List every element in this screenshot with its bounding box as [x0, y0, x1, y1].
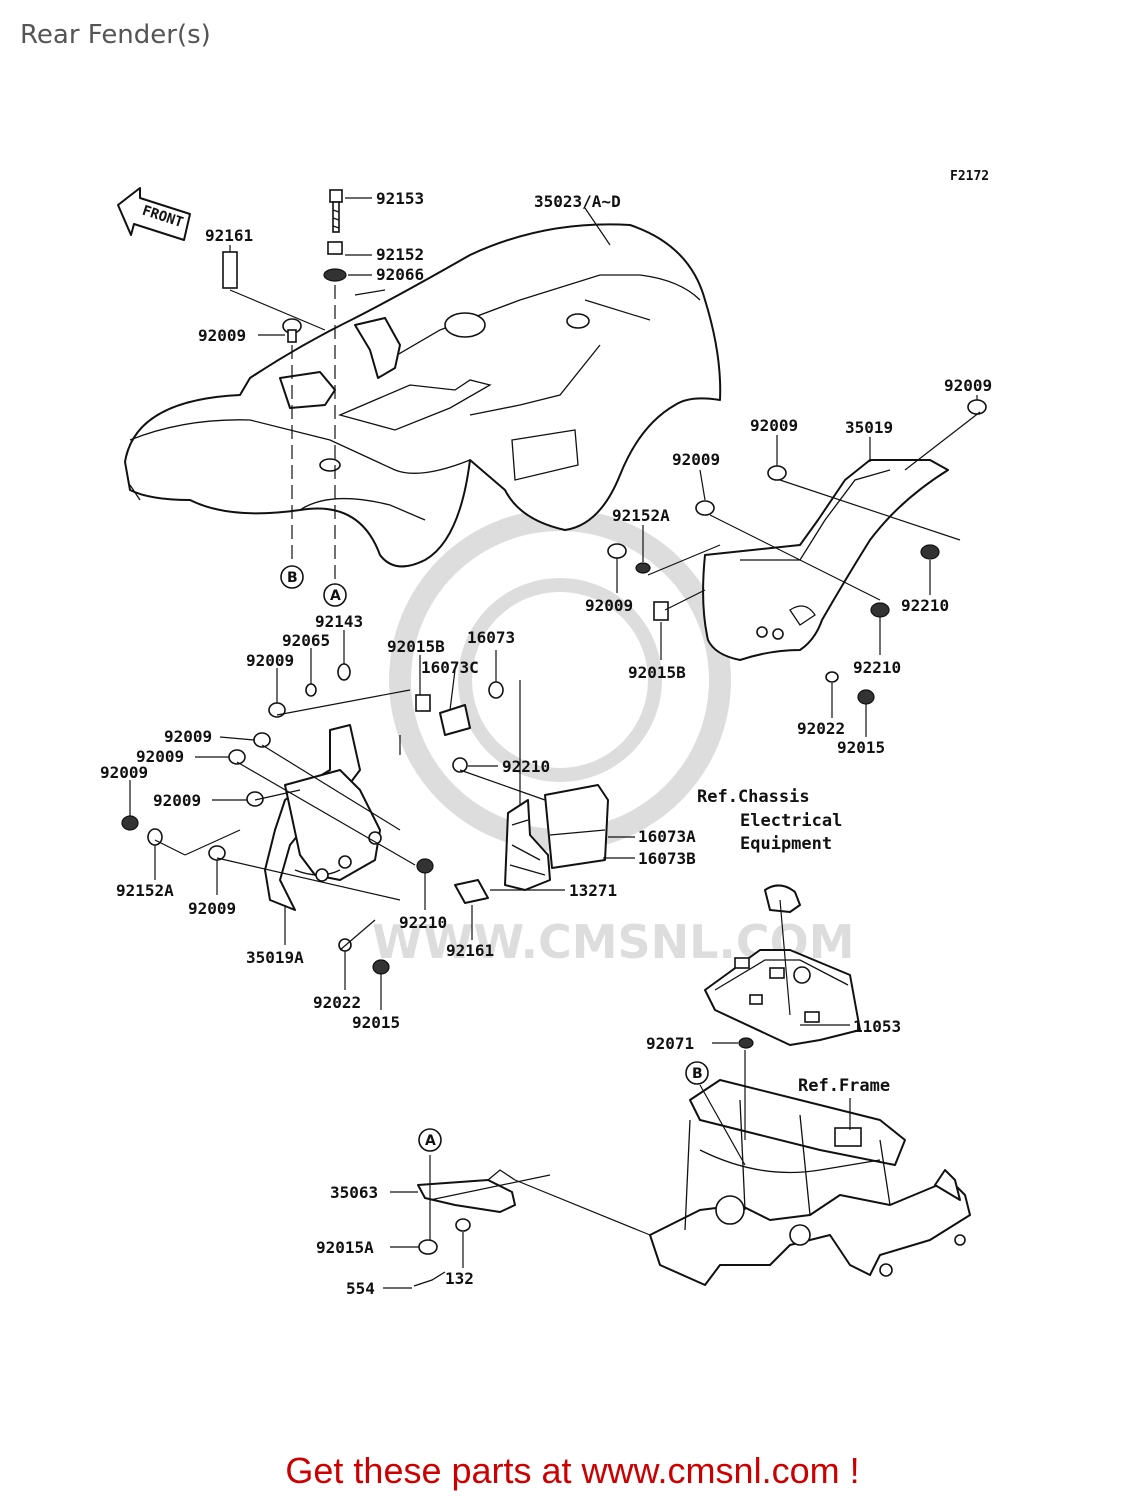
relay-holder: [764, 884, 801, 913]
part-label: 92015B: [387, 637, 445, 656]
spacer-92161-right: [454, 879, 489, 904]
part-label: 16073A: [638, 827, 696, 846]
part-label: 92161: [446, 941, 494, 960]
pad-16073a: [544, 784, 609, 869]
part-label: 92152A: [612, 506, 670, 525]
page-title: Rear Fender(s): [20, 20, 211, 50]
part-label: 35019: [845, 418, 893, 437]
marker-a-bottom: A: [425, 1133, 436, 1149]
clip-92015b-left: [415, 694, 431, 712]
part-label: 92022: [797, 719, 845, 738]
ref-frame: Ref.Frame: [798, 1076, 890, 1096]
part-label: 35019A: [246, 948, 304, 967]
part-label: 11053: [853, 1017, 901, 1036]
rear-fender: [124, 223, 722, 568]
part-label: 92015: [837, 738, 885, 757]
part-label: 16073B: [638, 849, 696, 868]
fender-flap-left: [264, 724, 382, 911]
part-label: 92161: [205, 226, 253, 245]
footer-link[interactable]: Get these parts at www.cmsnl.com !: [285, 1450, 860, 1491]
part-label: 92009: [672, 450, 720, 469]
part-label: 35023/A~D: [534, 192, 621, 211]
part-labels: 92153 35023/A~D 92161 92152 92066 92009 …: [100, 189, 992, 1298]
front-arrow: FRONT: [117, 187, 191, 241]
part-label: 92066: [376, 265, 424, 284]
part-label: 92009: [188, 899, 236, 918]
part-label: 92143: [315, 612, 363, 631]
part-label: 92009: [750, 416, 798, 435]
part-label: 92009: [246, 651, 294, 670]
leader-lines: [129, 197, 981, 1289]
pad-16073c: [439, 704, 471, 736]
part-label: 92022: [313, 993, 361, 1012]
part-label: 92015: [352, 1013, 400, 1032]
heat-shield-13271: [504, 799, 551, 891]
part-label: 92009: [100, 763, 148, 782]
fender-flap-right: [702, 459, 949, 661]
part-label: 92152: [376, 245, 424, 264]
part-label: 92065: [282, 631, 330, 650]
part-label: 92210: [901, 596, 949, 615]
part-label: 92210: [502, 757, 550, 776]
battery-case: [704, 949, 861, 1046]
part-label: 13271: [569, 881, 617, 900]
part-label: 92210: [399, 913, 447, 932]
frame: [649, 1079, 971, 1286]
part-label: 35063: [330, 1183, 378, 1202]
marker-b-bottom: B: [692, 1066, 703, 1082]
part-label: 16073C: [421, 658, 479, 677]
part-label: 92009: [198, 326, 246, 345]
part-label: 92009: [944, 376, 992, 395]
part-label: 92009: [585, 596, 633, 615]
markers: B A A B: [280, 565, 709, 1152]
part-label: 92071: [646, 1034, 694, 1053]
part-label: 92152A: [116, 881, 174, 900]
ref-chassis-line2: Electrical: [740, 811, 842, 831]
part-label: 92015A: [316, 1238, 374, 1257]
part-label: 554: [346, 1279, 375, 1298]
marker-a-top: A: [330, 588, 341, 604]
figure-code: F2172: [950, 169, 989, 184]
ref-chassis-line3: Equipment: [740, 834, 832, 854]
part-label: 92210: [853, 658, 901, 677]
bracket-35063: [417, 1169, 516, 1213]
part-label: 16073: [467, 628, 515, 647]
part-label: 92153: [376, 189, 424, 208]
part-label: 132: [445, 1269, 474, 1288]
part-label: 92015B: [628, 663, 686, 682]
marker-b-top: B: [287, 570, 298, 586]
part-label: 92009: [136, 747, 184, 766]
ref-chassis-line1: Ref.Chassis: [697, 787, 810, 807]
part-label: 92009: [153, 791, 201, 810]
part-label: 92009: [164, 727, 212, 746]
